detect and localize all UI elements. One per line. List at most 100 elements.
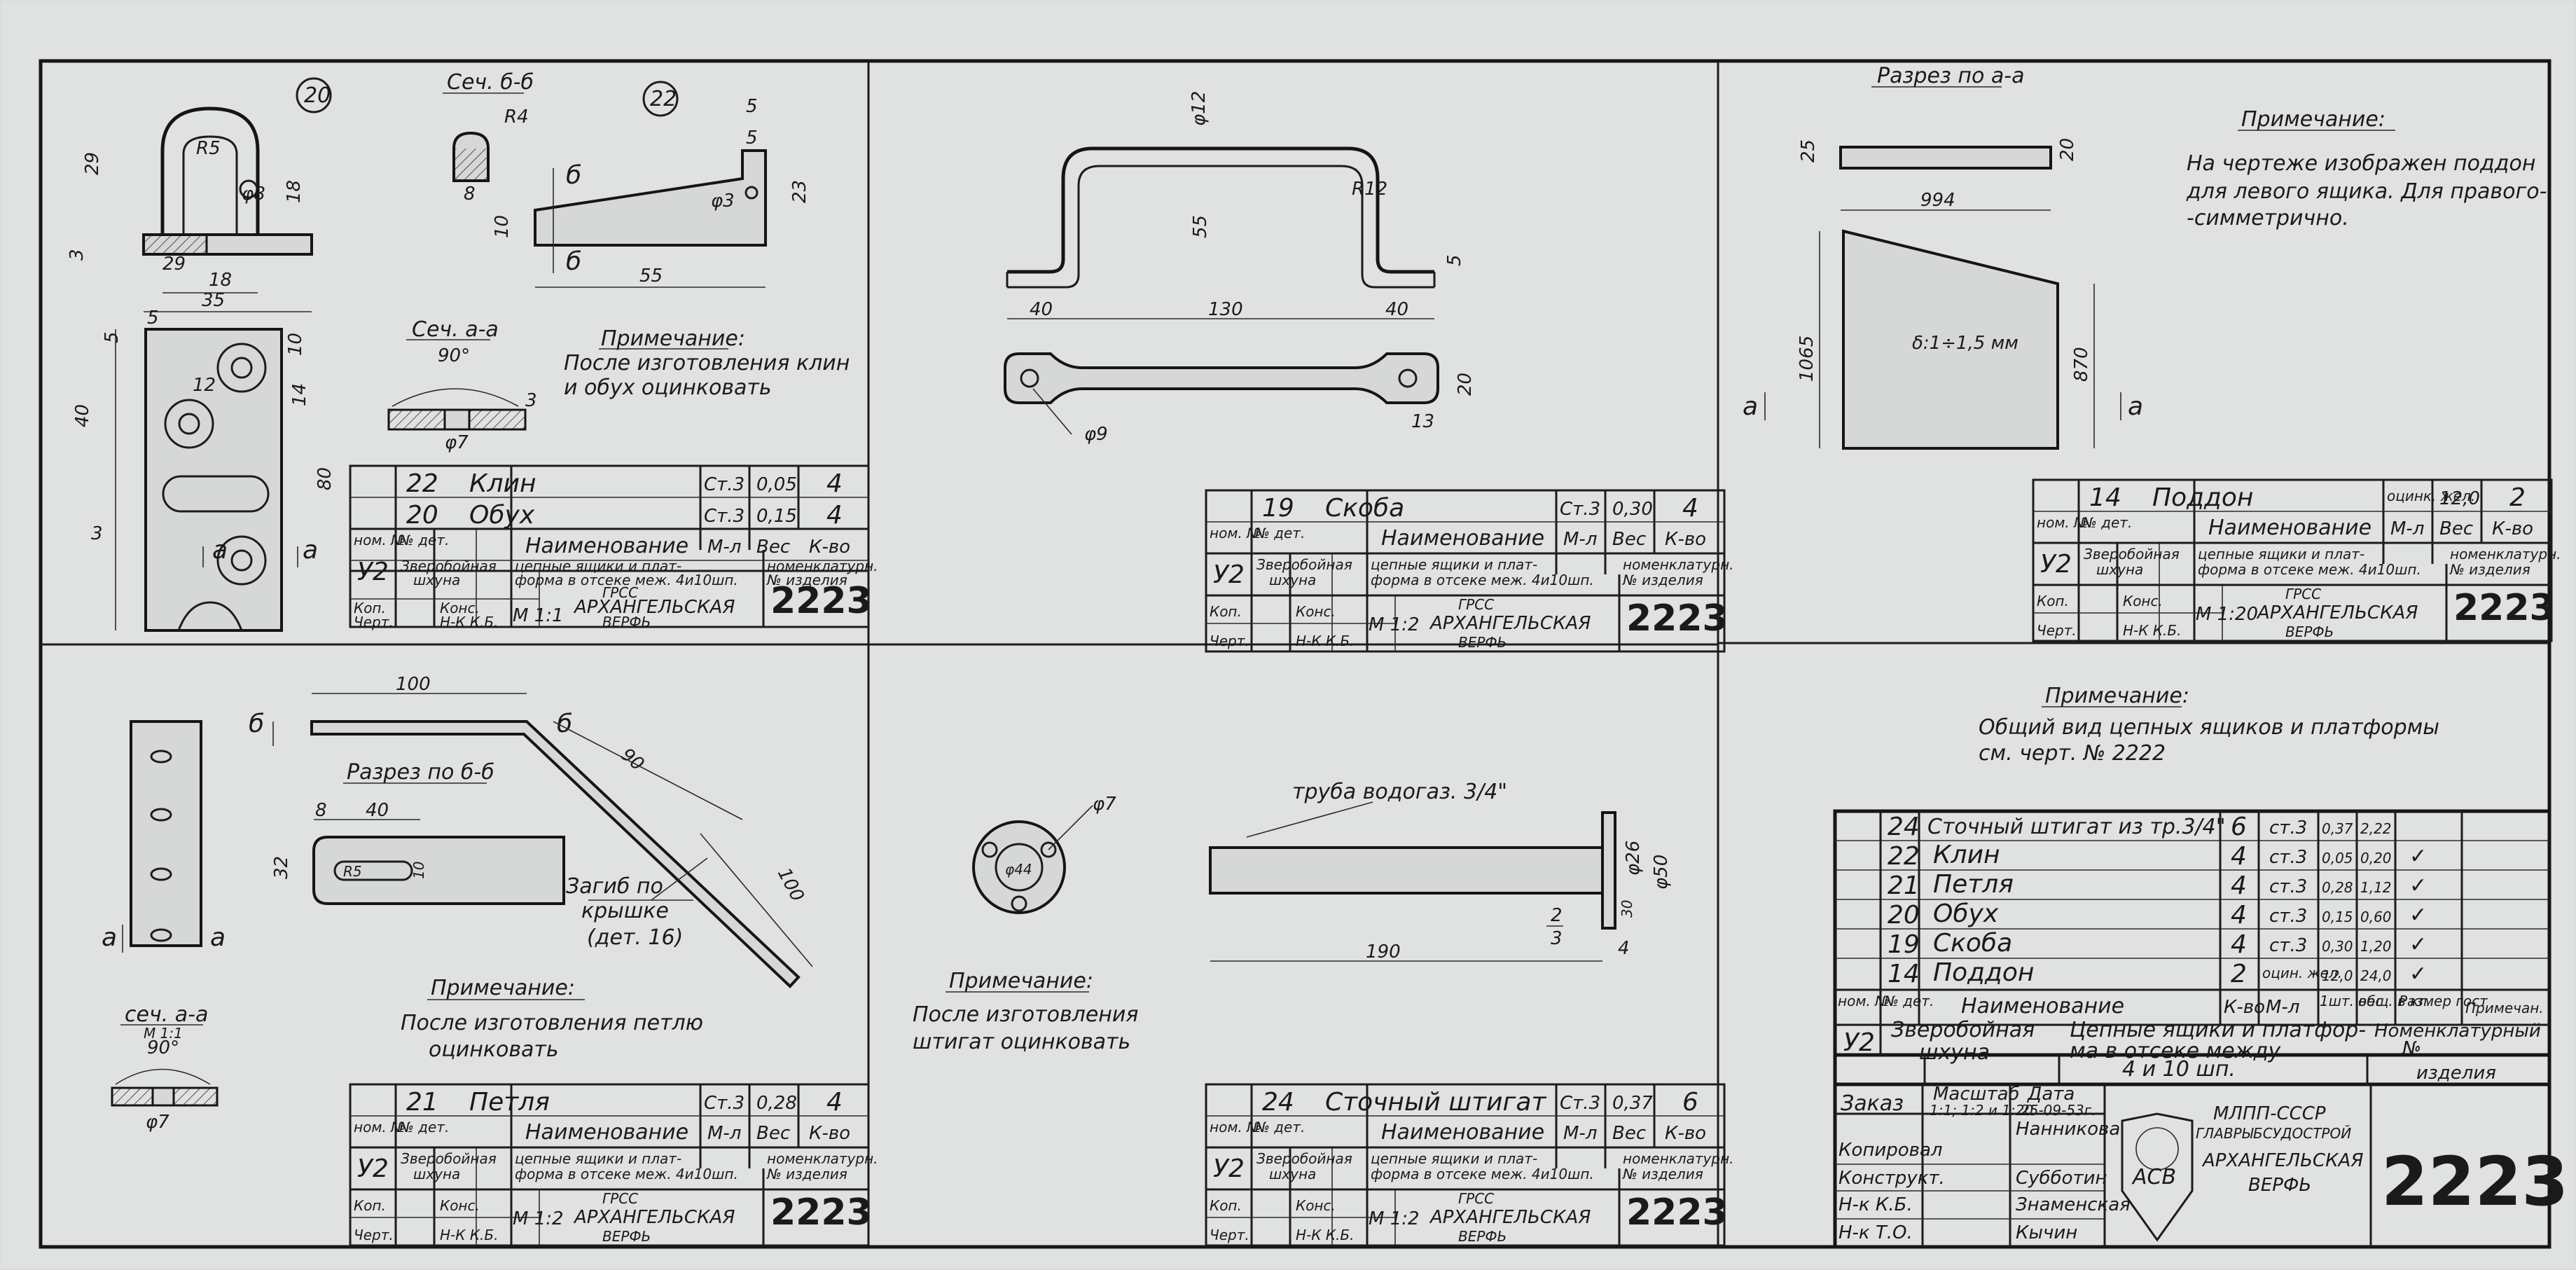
assembly-line: цепные ящики и плат- xyxy=(515,1150,681,1167)
note-line: и обух оцинковать xyxy=(564,375,772,400)
svg-text:2: 2 xyxy=(1551,905,1563,926)
nomenclature: номенклатурн. xyxy=(1623,556,1734,573)
nomenclature: номенклатурн. xyxy=(2450,546,2561,562)
main-title-block: Заказ Масштаб 1:1; 1:2 и 1:20 Дата 25-09… xyxy=(1833,1055,2568,1247)
role-nk-kb: Н-к К.Б. xyxy=(1838,1194,1913,1215)
hdr-note: Примечан. xyxy=(2465,1000,2544,1016)
hdr-pos: ном. № xyxy=(1210,525,1261,541)
assembly-line: форма в отсеке меж. 4и10шп. xyxy=(1371,572,1594,588)
main-title-row: У2 Зверобойная шхуна Цепные ящики и плат… xyxy=(1843,1018,2541,1084)
sheet-number: 2223 xyxy=(2453,587,2555,629)
role-drawn: Черт. xyxy=(354,614,394,630)
hdr-weight: Вес xyxy=(2439,518,2473,539)
svg-text:5: 5 xyxy=(746,96,758,117)
cell-qty: 6 xyxy=(2231,813,2247,841)
table-row: 19 Скоба 4 ст.3 0,30 1,20 ✓ xyxy=(1888,929,2427,959)
cell-pos: 21 xyxy=(1888,871,1920,900)
svg-text:190: 190 xyxy=(1366,941,1401,962)
svg-text:3: 3 xyxy=(67,249,88,261)
ship-code: У2 xyxy=(1843,1028,1875,1057)
table-row: 24 Сточный штигат из тр.3/4" 6 ст.3 0,37… xyxy=(1888,813,2392,841)
cell-pos: 14 xyxy=(1888,960,1920,988)
ship-line: шхуна xyxy=(1919,1040,1990,1065)
scale-label: М 1:1 xyxy=(144,1025,183,1042)
ship-line: Зверобойная xyxy=(401,558,497,574)
hdr-pos: ном. № xyxy=(354,532,406,548)
role-copied: Коп. xyxy=(354,600,386,616)
nomenclature: № изделия xyxy=(766,1166,847,1182)
dim-r5: R5 xyxy=(343,863,362,880)
ship-line: Зверобойная xyxy=(1256,556,1352,573)
sheet-number: 2223 xyxy=(1626,1192,1728,1234)
svg-text:φ26: φ26 xyxy=(1623,841,1644,876)
hdr-qty: К-во xyxy=(2492,518,2533,539)
hdr-pos: ном. № xyxy=(1210,1119,1261,1136)
table-row: 20 Обух 4 ст.3 0,15 0,60 ✓ xyxy=(1888,899,2427,930)
cell-material: оцин. жел. xyxy=(2262,965,2342,981)
cell-qty: 4 xyxy=(2231,930,2247,959)
yard: ВЕРФЬ xyxy=(602,614,651,630)
section-label-a-a: Разрез по а-а xyxy=(1877,64,2025,88)
svg-text:90°: 90° xyxy=(147,1037,179,1058)
assembly-line: цепные ящики и плат- xyxy=(1371,1150,1537,1167)
table-row: 22 Клин 4 ст.3 0,05 0,20 ✓ xyxy=(1888,841,2427,871)
row-name: Скоба xyxy=(1325,494,1404,523)
title-block-20-22: 22 Клин Ст.3 0,05 4 20 Обух Ст.3 0,15 4 … xyxy=(349,464,878,630)
hdr-pos: ном. № xyxy=(2037,514,2089,531)
role-nk: Н-К К.Б. xyxy=(440,614,498,630)
row-pos: 21 xyxy=(406,1088,438,1117)
org-line: МЛПП-СССР xyxy=(2213,1103,2326,1124)
yard: ГРСС xyxy=(1458,1190,1494,1207)
yard: ГРСС xyxy=(602,584,638,601)
sheet-number: 2223 xyxy=(2381,1143,2568,1221)
cell-name: Поддон xyxy=(1933,958,2034,987)
svg-text:φ7: φ7 xyxy=(146,1112,169,1133)
svg-text:13: 13 xyxy=(1411,411,1434,432)
scale-value: М 1:1 xyxy=(513,605,564,626)
yard-logo: АСВ xyxy=(2121,1112,2194,1242)
cell-material: ст.3 xyxy=(2269,906,2307,927)
svg-text:29: 29 xyxy=(82,152,103,175)
section-mark-b: б xyxy=(566,247,581,276)
cell-material: ст.3 xyxy=(2269,935,2307,956)
row-material: Ст.3 xyxy=(704,474,745,495)
hdr-qty: К-во xyxy=(809,537,850,558)
role-checked: Конс. xyxy=(440,600,480,616)
person-name: Субботин xyxy=(2016,1168,2107,1189)
cell-weight: 0,37 xyxy=(2322,820,2353,837)
yard: ВЕРФЬ xyxy=(2285,623,2334,640)
hdr-qty: К-во xyxy=(809,1123,850,1144)
row-qty: 4 xyxy=(826,469,843,498)
cell-qty: 4 xyxy=(2231,842,2247,871)
yard: ВЕРФЬ xyxy=(602,1228,651,1245)
svg-text:φ8: φ8 xyxy=(242,184,265,205)
svg-text:29: 29 xyxy=(162,254,186,275)
yard: АРХАНГЕЛЬСКАЯ xyxy=(1429,613,1591,634)
row-weight: 0,28 xyxy=(756,1093,797,1114)
hdr-size: Размер гост xyxy=(2399,993,2488,1009)
svg-text:40: 40 xyxy=(1030,299,1053,320)
role-copied: Коп. xyxy=(1210,1197,1242,1214)
assembly-line: форма в отсеке меж. 4и10шп. xyxy=(515,1166,738,1182)
svg-text:3: 3 xyxy=(525,390,537,411)
svg-text:3: 3 xyxy=(1551,928,1563,949)
org-line: ВЕРФЬ xyxy=(2248,1175,2311,1196)
row-weight: 0,15 xyxy=(756,506,797,527)
svg-text:10: 10 xyxy=(492,215,513,238)
ship-line: Зверобойная xyxy=(401,1150,497,1167)
section-label-b-b: Сеч. б-б xyxy=(447,70,534,95)
parts-list-rows: 24 Сточный штигат из тр.3/4" 6 ст.3 0,37… xyxy=(1838,813,2544,1084)
svg-text:14: 14 xyxy=(289,383,310,406)
ship-line: шхуна xyxy=(1269,572,1316,588)
row-material: оцинк. жел. xyxy=(2387,488,2475,504)
svg-text:25: 25 xyxy=(1798,139,1819,163)
cell-pos: 19 xyxy=(1888,930,1920,959)
section-mark-a: а xyxy=(1743,392,1758,421)
row-qty: 6 xyxy=(1682,1088,1698,1117)
cell-pos: 24 xyxy=(1888,813,1920,841)
parts-list xyxy=(1833,809,2551,1057)
row-material: Ст.3 xyxy=(704,1093,745,1114)
bend-label: крышке xyxy=(581,899,669,923)
svg-text:12: 12 xyxy=(193,375,216,396)
